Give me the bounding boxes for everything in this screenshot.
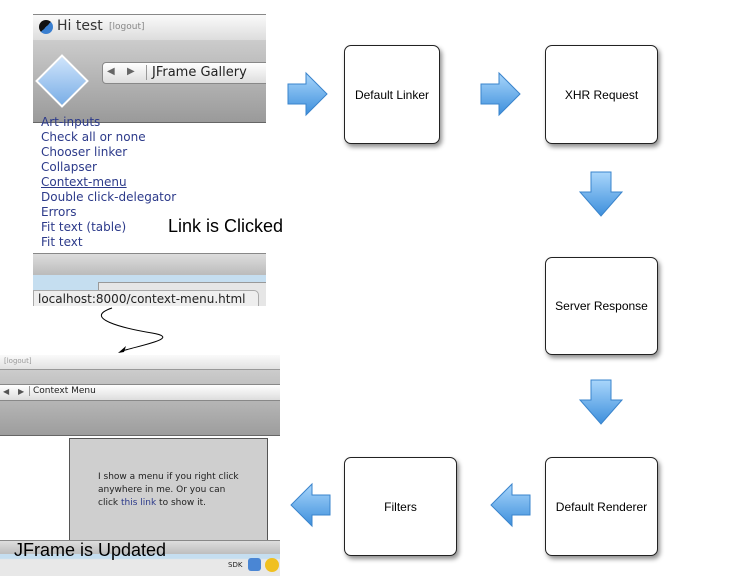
step-filters: Filters xyxy=(344,457,457,556)
forward-icon[interactable]: ▶ xyxy=(18,387,25,396)
arrow-left-1 xyxy=(490,482,531,528)
link-double-click[interactable]: Double click-delegator xyxy=(41,190,177,204)
status-url: localhost:8000/context-menu.html xyxy=(33,290,259,306)
back-icon[interactable]: ◀ xyxy=(3,387,10,396)
show-menu-link[interactable]: this link xyxy=(120,498,157,508)
arrow-left-2 xyxy=(290,482,331,528)
caption-link-clicked: Link is Clicked xyxy=(168,216,284,236)
link-check-all[interactable]: Check all or none xyxy=(41,130,146,144)
app-icon xyxy=(35,54,89,108)
link-fit-text[interactable]: Fit text xyxy=(41,235,83,249)
forward-icon[interactable]: ▶ xyxy=(127,66,135,77)
step-default-linker: Default Linker xyxy=(344,45,440,144)
window-title: Context Menu xyxy=(29,386,96,396)
link-errors[interactable]: Errors xyxy=(41,205,77,219)
link-collapser[interactable]: Collapser xyxy=(41,160,97,174)
link-fit-text-table[interactable]: Fit text (table) xyxy=(41,220,127,234)
window-title: JFrame Gallery xyxy=(146,65,247,80)
sdk-label: SDK xyxy=(228,561,243,569)
step-server-response: Server Response xyxy=(545,257,658,355)
context-menu-text: I show a menu if you right click anywher… xyxy=(98,472,239,508)
arrow-right-1 xyxy=(287,71,328,117)
screenshot-gallery: Hi test [logout] ◀ ▶ JFrame Gallery Art-… xyxy=(33,14,266,306)
arrow-down-1 xyxy=(578,171,624,217)
greeting: Hi test xyxy=(57,18,103,34)
link-chooser-linker[interactable]: Chooser linker xyxy=(41,145,128,159)
step-default-renderer: Default Renderer xyxy=(545,457,658,556)
dock-app-icon-2[interactable] xyxy=(265,558,279,572)
dock-app-icon[interactable] xyxy=(248,558,261,571)
logout-link[interactable]: [logout] xyxy=(4,357,32,365)
caption-jframe-updated: JFrame is Updated xyxy=(14,540,167,560)
step-xhr-request: XHR Request xyxy=(545,45,658,144)
link-context-menu[interactable]: Context-menu xyxy=(41,175,127,189)
arrow-down-2 xyxy=(578,379,624,425)
back-icon[interactable]: ◀ xyxy=(107,66,115,77)
screenshot-context-menu: [logout] ◀ ▶ Context Menu I show a menu … xyxy=(0,355,280,576)
link-art-inputs[interactable]: Art-inputs xyxy=(41,115,101,129)
arrow-right-2 xyxy=(480,71,521,117)
logout-link[interactable]: [logout] xyxy=(109,22,145,32)
logo-icon xyxy=(39,20,53,34)
connector-curve xyxy=(100,307,164,353)
